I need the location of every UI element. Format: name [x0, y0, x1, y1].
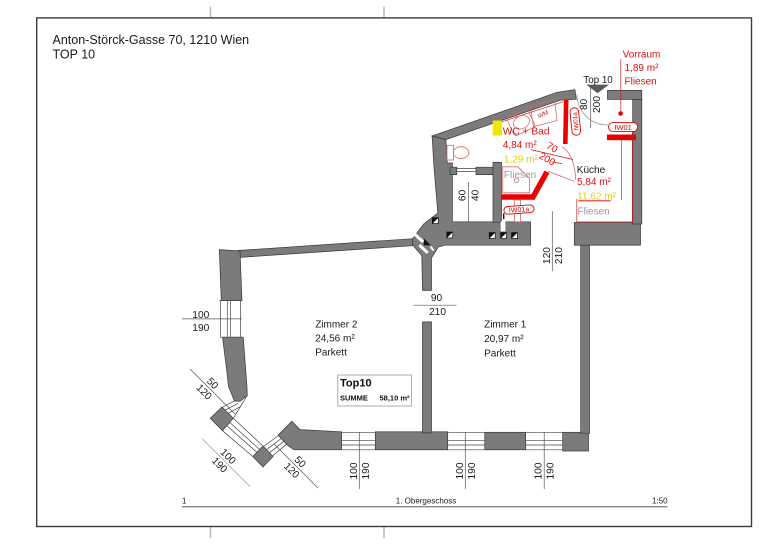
svg-text:Fliesen: Fliesen — [625, 77, 657, 88]
svg-text:190: 190 — [546, 462, 557, 479]
svg-text:58,10 m²: 58,10 m² — [380, 394, 411, 403]
svg-text:Parkett: Parkett — [484, 349, 516, 360]
svg-text:IW01a: IW01a — [572, 112, 581, 131]
svg-text:Top 10: Top 10 — [583, 75, 613, 86]
svg-text:Top10: Top10 — [340, 378, 372, 390]
svg-text:4,84 m²: 4,84 m² — [503, 140, 538, 151]
svg-text:210: 210 — [554, 247, 565, 264]
svg-text:90: 90 — [431, 293, 443, 304]
svg-text:120: 120 — [542, 247, 553, 264]
svg-text:Anton-Störck-Gasse 70, 1210 Wi: Anton-Störck-Gasse 70, 1210 Wien — [53, 33, 250, 47]
svg-text:190: 190 — [467, 462, 478, 479]
svg-text:Parkett: Parkett — [315, 348, 347, 359]
svg-text:Fliesen: Fliesen — [504, 170, 536, 181]
svg-text:Vorraum: Vorraum — [623, 50, 661, 61]
svg-text:60: 60 — [457, 189, 468, 201]
svg-text:WM: WM — [537, 109, 550, 120]
svg-text:24,56 m²: 24,56 m² — [315, 333, 355, 344]
svg-text:100: 100 — [349, 462, 360, 479]
svg-text:1,89 m²: 1,89 m² — [625, 63, 660, 74]
svg-text:1:50: 1:50 — [652, 497, 668, 506]
svg-text:40: 40 — [471, 189, 482, 201]
svg-text:1,29 m²: 1,29 m² — [504, 154, 539, 165]
svg-text:100: 100 — [534, 462, 545, 479]
svg-text:TOP 10: TOP 10 — [53, 48, 96, 62]
svg-text:11,62 m²: 11,62 m² — [577, 192, 616, 203]
svg-text:SUMME: SUMME — [340, 394, 368, 403]
svg-text:190: 190 — [192, 323, 209, 334]
svg-text:1. Obergeschoss: 1. Obergeschoss — [396, 497, 456, 506]
svg-text:190: 190 — [361, 462, 372, 479]
svg-text:WC + Bad: WC + Bad — [503, 127, 550, 138]
svg-text:Zimmer 1: Zimmer 1 — [484, 320, 527, 331]
svg-text:100: 100 — [192, 310, 209, 321]
svg-text:210: 210 — [429, 307, 446, 318]
svg-text:Fliesen: Fliesen — [578, 207, 610, 218]
svg-text:IW01: IW01 — [614, 123, 632, 132]
svg-text:70: 70 — [544, 141, 560, 156]
svg-text:IW01a: IW01a — [509, 206, 530, 214]
svg-text:20,97 m²: 20,97 m² — [484, 334, 524, 345]
svg-text:5,84 m²: 5,84 m² — [577, 177, 612, 188]
svg-text:1: 1 — [182, 497, 187, 506]
svg-text:80: 80 — [579, 99, 590, 111]
svg-text:100: 100 — [455, 462, 466, 479]
svg-text:Zimmer 2: Zimmer 2 — [315, 320, 358, 331]
svg-text:200: 200 — [592, 96, 603, 113]
svg-text:Küche: Küche — [577, 165, 606, 176]
